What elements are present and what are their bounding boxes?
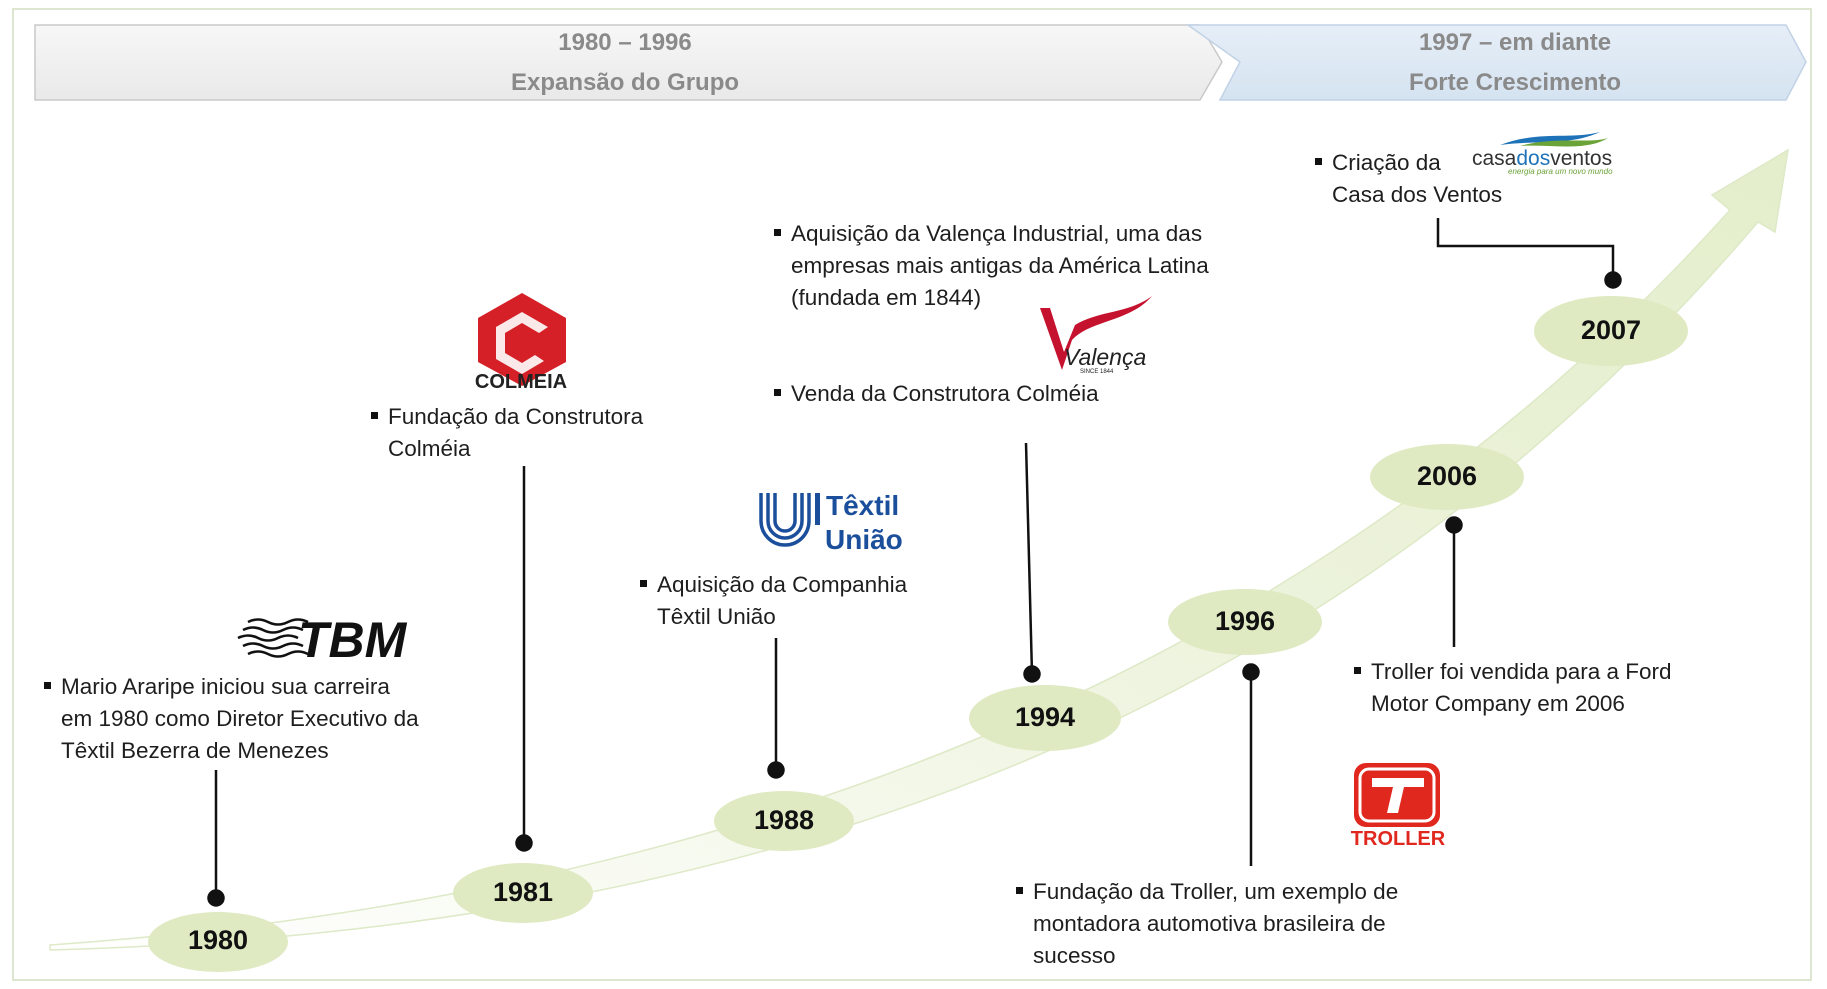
bullet-1994-sale: Venda da Construtora Colméia [774,378,1174,410]
bullet-1996-line2: montadora automotiva brasileira de [1033,911,1386,936]
bullet-2007: Criação da Casa dos Ventos [1315,147,1515,211]
year-label-1980: 1980 [187,925,249,955]
valenca-logo-sub: SINCE 1844 [1080,369,1114,375]
troller-logo-text: TROLLER [1351,828,1446,850]
bullet-marker [1315,158,1322,165]
year-label-1994: 1994 [1014,702,1076,732]
year-ellipse-1981 [453,863,593,923]
connector-dot-1994 [1023,665,1041,683]
bullet-1994-line1: Aquisição da Valença Industrial, uma das [791,221,1203,246]
textil-logo-line1: Têxtil [826,490,899,521]
connector-dot-2007 [1604,271,1622,289]
year-ellipse-2006 [1370,444,1524,510]
year-label-2006: 2006 [1416,461,1478,491]
bullet-2007-line2: Casa dos Ventos [1332,182,1503,207]
year-label-2007: 2007 [1580,315,1642,345]
connector-dot-1996 [1242,663,1260,681]
phase-1-title: Expansão do Grupo [510,69,740,96]
bullet-marker [44,682,51,689]
phase-2-years: 1997 – em diante [1418,29,1612,56]
phase-1-label: 1980 – 1996 Expansão do Grupo [410,23,840,103]
troller-logo: TROLLER [1351,763,1446,850]
bullet-2006-line2: Motor Company em 2006 [1371,691,1625,716]
ventos-logo-sub: energia para um novo mundo [1508,167,1613,176]
bullet-2006-line1: Troller foi vendida para a Ford [1371,659,1672,684]
bullet-marker [774,229,781,236]
bullet-1996-line1: Fundação da Troller, um exemplo de [1033,879,1399,904]
bullet-1994-sale-line1: Venda da Construtora Colméia [791,381,1099,406]
year-label-1988: 1988 [753,805,815,835]
bullet-marker [371,412,378,419]
year-ellipse-2007 [1534,296,1688,366]
bullet-1981-line2: Colméia [388,436,471,461]
connector-2007 [1436,218,1615,280]
ventos-logo-ventos: ventos [1550,147,1612,170]
phase-2-label: 1997 – em diante Forte Crescimento [1300,23,1730,103]
textil-logo-line2: União [825,524,903,555]
bullet-1981-line1: Fundação da Construtora [388,404,644,429]
bullet-1994-acquisition: Aquisição da Valença Industrial, uma das… [774,218,1254,314]
year-ellipse-1988 [714,791,854,851]
bullet-1996: Fundação da Troller, um exemplo de monta… [1016,876,1456,972]
bullet-1980-line3: Têxtil Bezerra de Menezes [61,738,329,763]
ventos-logo-dos: dos [1516,147,1550,170]
bullet-1980-line1: Mario Araripe iniciou sua carreira [61,674,390,699]
tbm-logo-text: TBM [298,612,408,668]
casa-dos-ventos-logo: casadosventos energia para um novo mundo [1472,132,1613,176]
growth-arrow [49,148,1789,951]
year-ellipse-1980 [148,912,288,972]
bullet-1981: Fundação da Construtora Colméia [371,401,701,465]
connector-dot-2006 [1445,516,1463,534]
bullet-1996-line3: sucesso [1033,943,1116,968]
textil-uniao-logo: Têxtil União [759,490,903,555]
phase-chevron-2 [1185,24,1807,101]
bullet-2007-line1: Criação da [1332,150,1441,175]
bullet-marker [640,580,647,587]
bullet-1988-line2: Têxtil União [657,604,776,629]
bullet-marker [1016,887,1023,894]
bullet-1980: Mario Araripe iniciou sua carreira em 19… [44,671,474,767]
year-label-1996: 1996 [1214,606,1276,636]
bullet-1994-line3: (fundada em 1844) [791,285,982,310]
valenca-logo-text: Valença [1064,344,1146,370]
tbm-logo: TBM [237,612,408,668]
year-label-1981: 1981 [492,877,554,907]
bullet-marker [1354,667,1361,674]
phase-1-years: 1980 – 1996 [558,29,692,56]
colmeia-logo: COLMEIA [475,293,567,393]
year-ellipses [148,296,1688,972]
bullet-1988-line1: Aquisição da Companhia [657,572,908,597]
phase-chevron-1 [34,24,1223,101]
bullet-1994-line2: empresas mais antigas da América Latina [791,253,1209,278]
colmeia-logo-text: COLMEIA [475,371,567,393]
valenca-logo: Valença SINCE 1844 [1040,296,1152,375]
bullet-marker [774,389,781,396]
year-ellipse-1996 [1168,589,1322,655]
bullet-1988: Aquisição da Companhia Têxtil União [640,569,970,633]
phase-2-title: Forte Crescimento [1408,69,1622,96]
connector-dot-1988 [767,761,785,779]
bullet-2006: Troller foi vendida para a Ford Motor Co… [1354,656,1734,720]
bullet-1980-line2: em 1980 como Diretor Executivo da [61,706,419,731]
ventos-logo-casa: casa [1472,147,1517,170]
connector-dot-1980 [207,889,225,907]
connector-dot-1981 [515,834,533,852]
connector-1994 [1024,442,1034,675]
year-ellipse-1994 [969,685,1121,751]
svg-text:casadosventos: casadosventos [1472,147,1612,170]
connectors [207,218,1622,907]
